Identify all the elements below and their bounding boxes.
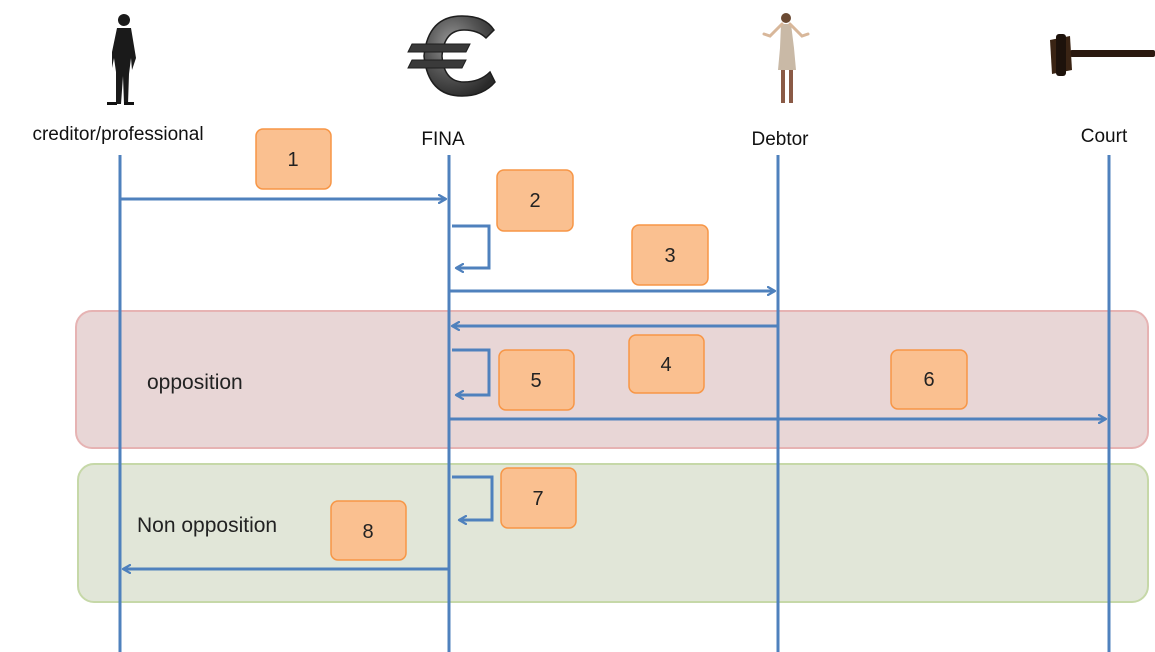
step-badge-3: 3 xyxy=(631,224,709,286)
arrow-step-2 xyxy=(452,224,491,268)
step-badge-1: 1 xyxy=(255,128,332,190)
businesswoman-icon xyxy=(107,14,136,105)
step-number: 6 xyxy=(923,369,934,391)
step-badge-5: 5 xyxy=(498,349,575,411)
group-non-opposition: Non opposition xyxy=(77,463,1149,603)
actor-label-fina: FINA xyxy=(421,129,465,150)
step-number: 2 xyxy=(529,190,540,212)
messages xyxy=(120,199,1106,569)
step-badge-7: 7 xyxy=(500,467,577,529)
actor-label-debtor: Debtor xyxy=(751,129,809,150)
step-number: 5 xyxy=(530,370,541,392)
step-badge-4: 4 xyxy=(628,334,705,394)
group-opposition: opposition xyxy=(75,310,1149,449)
step-number: 4 xyxy=(660,354,671,376)
group-label-non-opposition: Non opposition xyxy=(137,514,277,537)
step-badge-2: 2 xyxy=(496,169,574,232)
step-number: 1 xyxy=(287,149,298,171)
step-number: 8 xyxy=(362,521,373,543)
arrow-step-7 xyxy=(452,475,494,520)
arrow-step-5 xyxy=(452,348,491,395)
actor-label-creditor: creditor/professional xyxy=(32,124,203,145)
group-label-opposition: opposition xyxy=(147,371,243,394)
gavel-icon xyxy=(1050,34,1155,76)
step-badge-8: 8 xyxy=(330,500,407,561)
step-number: 3 xyxy=(664,245,675,267)
step-number: 7 xyxy=(532,488,543,510)
shrugging-woman-icon xyxy=(762,13,810,103)
opposition-region xyxy=(75,310,1149,449)
euro-sign-icon xyxy=(407,15,496,97)
actor-label-court: Court xyxy=(1081,126,1128,147)
step-badge-6: 6 xyxy=(890,349,968,410)
